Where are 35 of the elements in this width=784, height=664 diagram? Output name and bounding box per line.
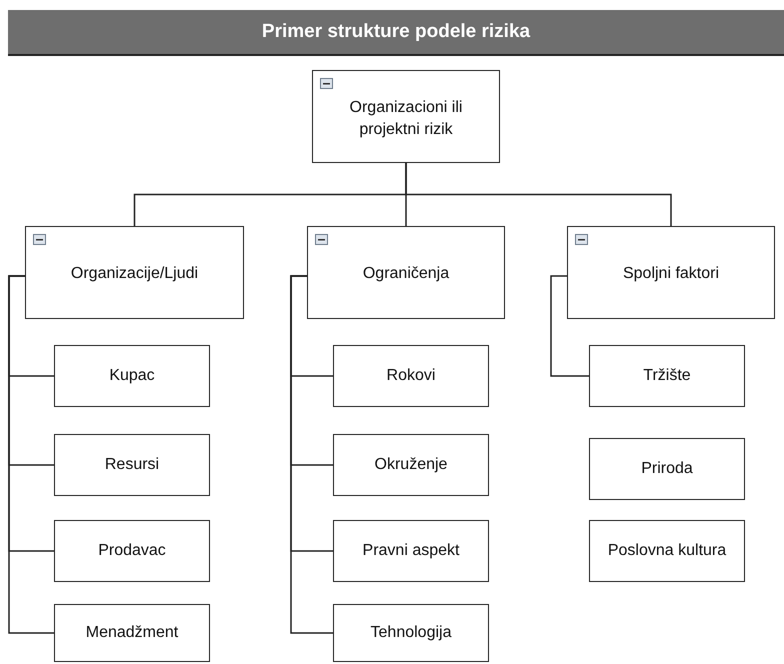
node-label: Ograničenja <box>362 264 450 284</box>
risk-box <box>589 520 745 582</box>
node-label: Organizacije/Ljudi <box>70 264 200 284</box>
risk-box <box>333 520 489 582</box>
category-box <box>25 226 244 319</box>
node-label: Tehnologija <box>370 623 452 643</box>
risk-box <box>333 434 489 496</box>
category-box <box>567 226 775 319</box>
risk-box <box>54 345 210 407</box>
connector-line <box>290 275 333 634</box>
node-label: Spoljni faktori <box>622 264 720 284</box>
risk-box <box>333 604 489 662</box>
node-label: Poslovna kultura <box>606 541 728 561</box>
risk-box <box>54 434 210 496</box>
node-label: Organizacioni ili projektni rizik <box>348 98 464 140</box>
node-label: Resursi <box>104 455 160 475</box>
node-label: Priroda <box>640 459 694 479</box>
node-label: Menadžment <box>84 623 180 643</box>
risk-box <box>589 438 745 500</box>
node-label: Kupac <box>108 366 156 386</box>
diagram-title: Primer strukture podele rizika <box>8 10 784 56</box>
risk-box <box>589 345 745 407</box>
risk-box <box>54 520 210 582</box>
node-label: Okruženje <box>374 455 448 475</box>
connector-line <box>405 163 672 226</box>
connector-line <box>550 275 589 377</box>
node-label: Pravni aspekt <box>362 541 460 561</box>
category-box <box>307 226 505 319</box>
node-label: Tržište <box>642 366 692 386</box>
connector-line <box>8 275 54 634</box>
node-label: Rokovi <box>386 366 436 386</box>
node-label: Prodavac <box>97 541 167 561</box>
category-box <box>312 70 500 163</box>
risk-box <box>54 604 210 662</box>
risk-box <box>333 345 489 407</box>
